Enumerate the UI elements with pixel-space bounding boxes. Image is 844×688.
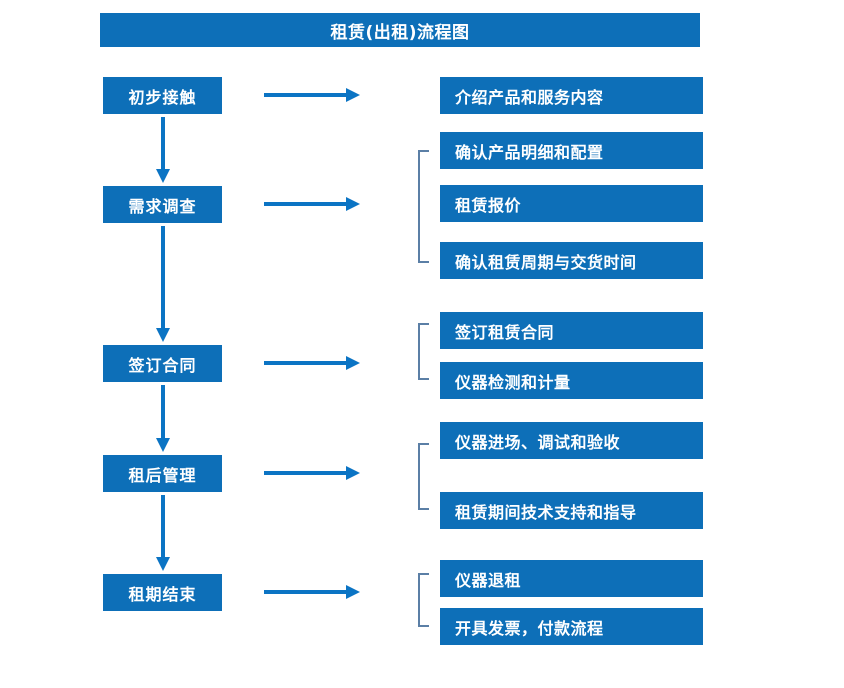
stage-box-5[interactable]: 租期结束	[103, 574, 222, 611]
horizontal-arrow-5	[264, 585, 360, 599]
horizontal-arrow-4	[264, 466, 360, 480]
stage-box-3[interactable]: 签订合同	[103, 345, 222, 382]
group-bracket-2	[418, 323, 429, 380]
detail-box-4[interactable]: 确认租赁周期与交货时间	[440, 242, 703, 279]
group-bracket-1	[418, 150, 429, 263]
detail-box-5[interactable]: 签订租赁合同	[440, 312, 703, 349]
page-title: 租赁(出租)流程图	[100, 13, 700, 47]
horizontal-arrow-1	[264, 88, 360, 102]
vertical-arrow-2	[156, 226, 170, 342]
detail-box-2[interactable]: 确认产品明细和配置	[440, 132, 703, 169]
vertical-arrow-4	[156, 495, 170, 571]
stage-box-1[interactable]: 初步接触	[103, 77, 222, 114]
group-bracket-4	[418, 573, 429, 627]
stage-box-4[interactable]: 租后管理	[103, 455, 222, 492]
vertical-arrow-3	[156, 385, 170, 452]
detail-box-7[interactable]: 仪器进场、调试和验收	[440, 422, 703, 459]
detail-box-1[interactable]: 介绍产品和服务内容	[440, 77, 703, 114]
detail-box-9[interactable]: 仪器退租	[440, 560, 703, 597]
horizontal-arrow-3	[264, 356, 360, 370]
horizontal-arrow-2	[264, 197, 360, 211]
vertical-arrow-1	[156, 117, 170, 183]
detail-box-3[interactable]: 租赁报价	[440, 185, 703, 222]
detail-box-8[interactable]: 租赁期间技术支持和指导	[440, 492, 703, 529]
detail-box-10[interactable]: 开具发票，付款流程	[440, 608, 703, 645]
detail-box-6[interactable]: 仪器检测和计量	[440, 362, 703, 399]
stage-box-2[interactable]: 需求调查	[103, 186, 222, 223]
group-bracket-3	[418, 443, 429, 510]
